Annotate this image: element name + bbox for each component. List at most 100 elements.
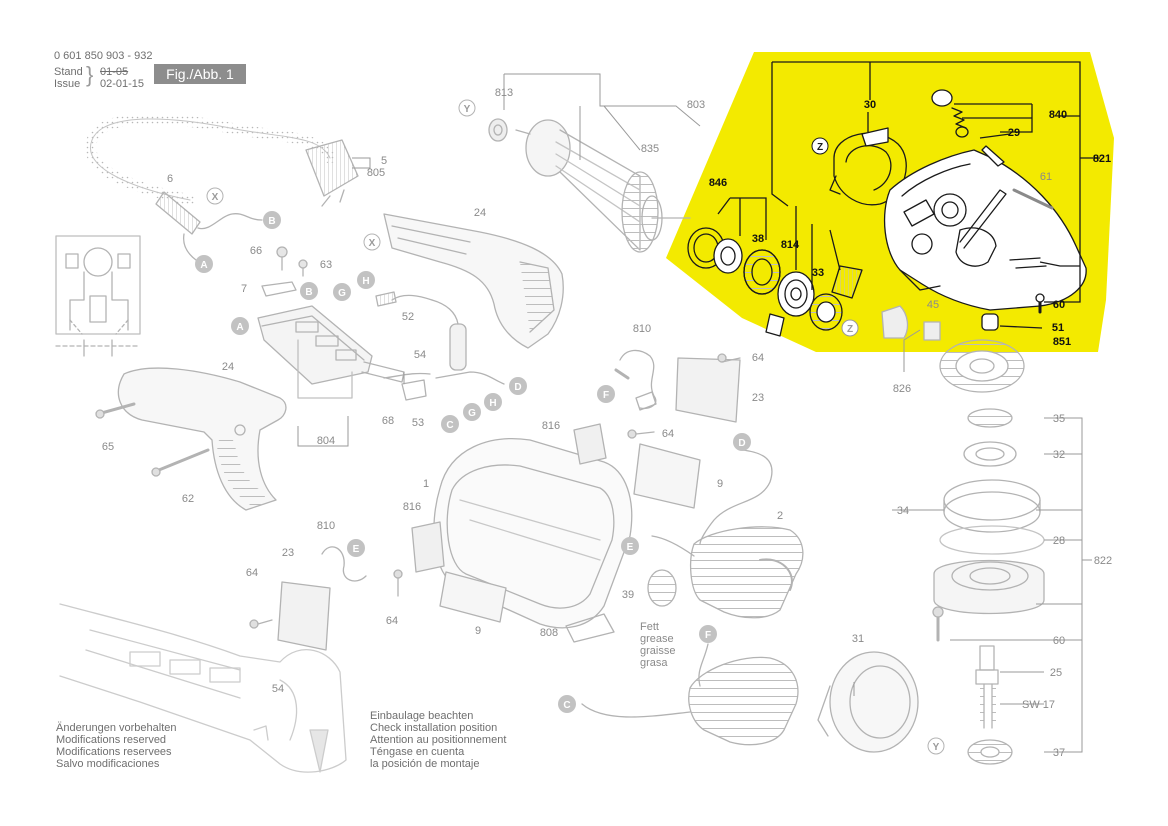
label-2: 2	[777, 510, 783, 522]
badge-X1: X	[206, 187, 224, 205]
label-33: 33	[812, 267, 824, 279]
bearing-33-icon	[809, 265, 863, 331]
svg-text:F: F	[603, 390, 609, 401]
screw-64d-icon	[393, 569, 403, 597]
crown-gear-icon	[939, 339, 1025, 393]
svg-text:H: H	[489, 398, 496, 409]
svg-text:X: X	[369, 238, 376, 249]
label-822: 822	[1094, 555, 1112, 567]
cord-clamp	[261, 281, 297, 297]
label-30: 30	[864, 99, 876, 111]
label-31: 31	[852, 633, 864, 645]
label-24b: 24	[222, 361, 234, 373]
label-66: 66	[250, 245, 262, 257]
screw-64c-icon	[249, 619, 273, 629]
wiring-schematic	[55, 235, 141, 357]
cord-sleeve	[155, 191, 201, 235]
label-23b: 23	[282, 547, 294, 559]
svg-text:X: X	[212, 192, 219, 203]
badge-E1: E	[347, 539, 365, 557]
side-handle-top	[383, 213, 564, 349]
washer-icon	[713, 238, 743, 274]
field-coil-top-icon	[689, 526, 804, 619]
label-846: 846	[709, 177, 727, 189]
label-6: 6	[167, 173, 173, 185]
label-840: 840	[1049, 109, 1067, 121]
gear-housing-icon	[883, 149, 1087, 311]
badge-H1: H	[357, 271, 375, 289]
label-60: 60	[1053, 299, 1065, 311]
clamp-30-icon	[829, 127, 907, 206]
main-handle-bottom	[117, 367, 287, 511]
badge-X2: X	[363, 233, 381, 251]
plug-icon	[305, 139, 359, 207]
label-65: 65	[102, 441, 114, 453]
svg-text:Z: Z	[847, 324, 853, 335]
label-25: 25	[1050, 667, 1062, 679]
label-64a: 64	[752, 352, 764, 364]
label-803: 803	[687, 99, 705, 111]
svg-text:C: C	[446, 420, 453, 431]
label-810a: 810	[633, 323, 651, 335]
label-29: 29	[1008, 127, 1020, 139]
spindle-icon	[975, 645, 999, 729]
screw-60-icon	[1035, 293, 1045, 314]
grease-de: Fett	[640, 621, 659, 633]
svg-text:G: G	[468, 408, 476, 419]
cap-51-icon	[981, 313, 999, 331]
motor-housing-icon	[433, 438, 633, 629]
note-line: Modifications reserved	[56, 734, 167, 746]
svg-text:E: E	[627, 542, 634, 553]
svg-text:C: C	[563, 700, 570, 711]
figure-label: Fig./Abb. 1	[154, 64, 246, 84]
label-54b: 54	[272, 683, 284, 695]
svg-text:D: D	[738, 438, 745, 449]
badge-F1: F	[597, 385, 615, 403]
label-9a: 9	[717, 478, 723, 490]
guard-ring-icon	[943, 479, 1041, 533]
screw-64b-icon	[627, 429, 655, 439]
badge-D2: D	[733, 433, 751, 451]
note-line: Einbaulage beachten	[370, 710, 474, 722]
label-810b: 810	[317, 520, 335, 532]
label-39: 39	[622, 589, 634, 601]
badge-A1: A	[195, 255, 213, 273]
svg-text:E: E	[353, 544, 360, 555]
field-coil-bottom-icon	[688, 656, 799, 746]
label-52: 52	[402, 311, 414, 323]
note-line: Check installation position	[370, 722, 498, 734]
label-7: 7	[241, 283, 247, 295]
label-37: 37	[1053, 747, 1065, 759]
label-814: 814	[781, 239, 800, 251]
note-line: Modifications reservees	[56, 746, 172, 758]
svg-text:H: H	[362, 276, 369, 287]
brush-cover-23a	[675, 357, 741, 423]
label-1: 1	[423, 478, 429, 490]
note-line: Attention au positionnement	[370, 734, 507, 746]
issue-label: Issue	[54, 78, 81, 90]
issue-date: 02-01-15	[100, 78, 145, 90]
installation-note: Einbaulage beachten Check installation p…	[370, 710, 506, 770]
pinion-826-icon	[881, 305, 941, 341]
grease-en: grease	[640, 633, 674, 645]
ring-35-icon	[967, 408, 1013, 428]
svg-text:D: D	[514, 382, 521, 393]
old-date: 01-05	[100, 66, 129, 78]
stand-label: Stand	[54, 66, 83, 78]
label-816a: 816	[542, 420, 560, 432]
screw-60b-icon	[932, 606, 944, 642]
pin-29-icon	[981, 145, 1005, 167]
insulation-9a	[633, 443, 701, 509]
o-ring-icon	[955, 126, 969, 138]
note-line: Salvo modificaciones	[56, 758, 160, 770]
insulation-9b	[439, 571, 507, 623]
cover-31-icon	[817, 651, 919, 753]
screw-62-icon	[152, 448, 210, 474]
brush-cover-23b	[277, 581, 331, 651]
badge-H2: H	[484, 393, 502, 411]
label-38: 38	[752, 233, 764, 245]
label-821: 821	[1093, 153, 1111, 165]
label-34: 34	[897, 505, 909, 517]
svg-text:A: A	[236, 322, 243, 333]
clip-icon	[765, 313, 785, 337]
